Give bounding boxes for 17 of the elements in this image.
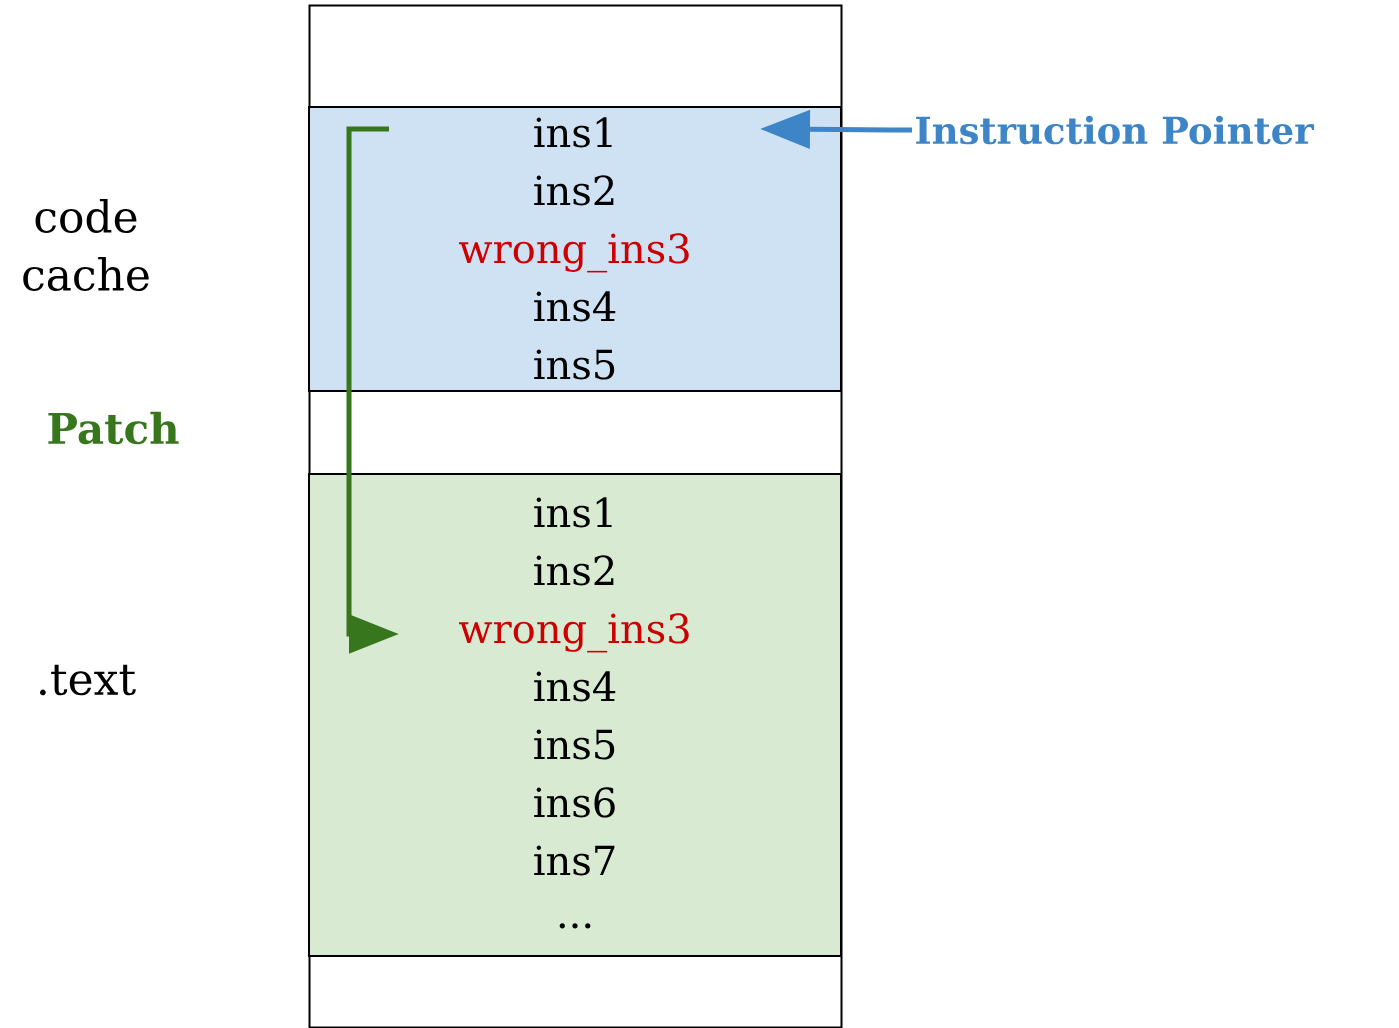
edge-label: Patch [48,411,179,445]
instruction-text: wrong_ins3 [459,613,689,653]
instruction-text: ins4 [534,291,616,322]
instruction-text: ins4 [534,671,616,702]
region-label: code cache [23,198,149,292]
instruction-text: ins7 [534,845,615,876]
instruction-text: wrong_ins3 [459,233,689,273]
instruction-text: ins2 [534,175,614,206]
instruction-text: ins1 [534,497,612,528]
instruction-text: ins5 [534,729,615,760]
instruction-text: ins1 [534,117,612,148]
pointer-label: Instruction Pointer [916,115,1315,145]
instruction-text: ins6 [534,787,615,818]
region-label: .text [40,664,136,696]
instruction-text: ins2 [534,555,614,586]
instruction-text: ... [559,923,591,929]
instruction-text: ins5 [534,349,615,380]
